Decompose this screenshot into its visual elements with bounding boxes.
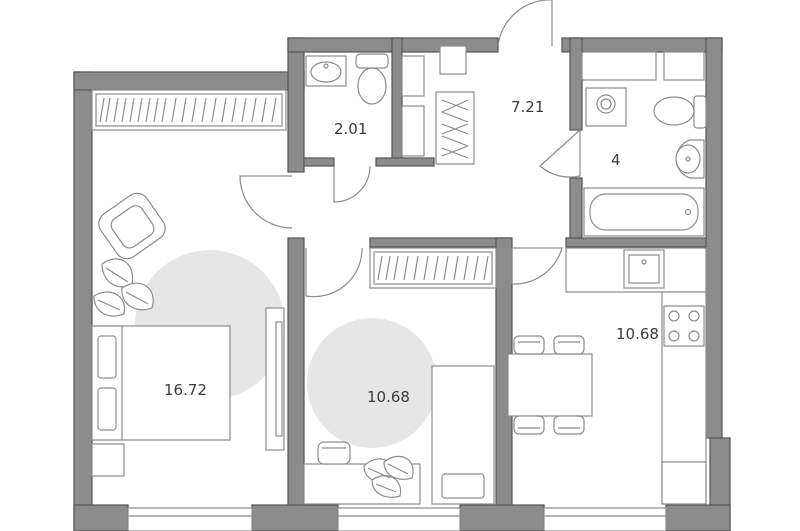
kitchen-sink xyxy=(623,249,665,289)
sink xyxy=(305,55,347,87)
doors xyxy=(239,0,581,298)
shaft-box xyxy=(401,105,425,157)
sink xyxy=(675,139,705,179)
room-area-hall: 7.21 xyxy=(511,98,544,116)
stove xyxy=(663,305,705,347)
bathtub xyxy=(583,187,705,237)
shaft-box xyxy=(439,45,467,75)
room-area-bathroom-small: 2.01 xyxy=(334,120,367,138)
wardrobe xyxy=(369,247,497,289)
wardrobe xyxy=(91,89,287,131)
plant xyxy=(363,455,414,498)
drying-rack xyxy=(435,91,475,165)
washing-machine xyxy=(585,87,627,127)
dining-table xyxy=(507,335,593,435)
room-area-bathroom: 4 xyxy=(611,151,621,169)
toilet xyxy=(653,95,707,129)
armchair xyxy=(98,192,166,260)
shaft-box xyxy=(401,55,425,97)
plant xyxy=(93,258,154,317)
room-area-kitchen: 10.68 xyxy=(616,325,659,343)
nightstand xyxy=(91,443,125,477)
bed xyxy=(91,325,231,441)
fridge xyxy=(661,461,707,505)
room-area-living: 16.72 xyxy=(164,381,207,399)
toilet xyxy=(355,53,389,105)
bedroom-accent-circle xyxy=(307,318,437,448)
single-bed xyxy=(431,365,495,505)
tv-stand xyxy=(265,307,285,451)
windows xyxy=(127,51,705,531)
room-area-bedroom: 10.68 xyxy=(367,388,410,406)
